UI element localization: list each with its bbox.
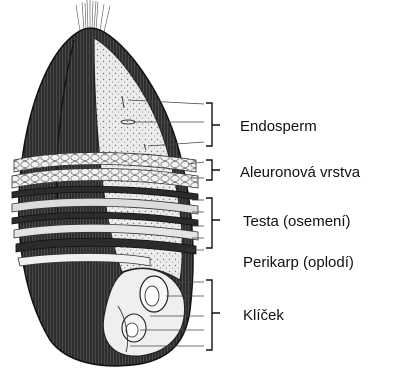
grain-hairs: [76, 0, 110, 32]
label-klicek: Klíček: [243, 308, 284, 323]
brackets: [206, 103, 220, 350]
label-perikarp: Perikarp (oplodí): [243, 255, 354, 270]
label-testa: Testa (osemení): [243, 214, 351, 229]
label-aleuron-layer: Aleuronová vrstva: [240, 165, 360, 180]
label-endosperm: Endosperm: [240, 119, 317, 134]
